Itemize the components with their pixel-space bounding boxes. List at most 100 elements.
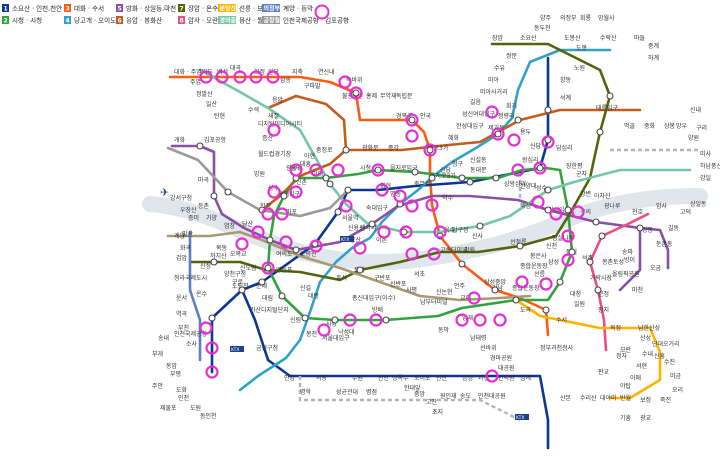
transfer-station[interactable]	[494, 130, 502, 138]
line-bundang[interactable]	[514, 298, 662, 400]
transfer-station[interactable]	[196, 142, 204, 150]
highlight-ring[interactable]	[205, 365, 219, 379]
highlight-ring[interactable]	[199, 321, 213, 335]
transfer-station[interactable]	[264, 264, 272, 272]
transfer-station[interactable]	[326, 180, 334, 188]
highlight-ring[interactable]	[405, 129, 419, 143]
highlight-ring[interactable]	[377, 225, 391, 239]
transfer-station[interactable]	[292, 246, 300, 254]
highlight-ring[interactable]	[549, 207, 563, 221]
highlight-ring[interactable]	[235, 237, 249, 251]
highlight-ring[interactable]	[485, 369, 499, 383]
transfer-station[interactable]	[266, 236, 274, 244]
highlight-ring[interactable]	[317, 323, 331, 337]
transfer-station[interactable]	[598, 232, 606, 240]
highlight-ring[interactable]	[427, 247, 441, 261]
highlight-ring[interactable]	[279, 235, 293, 249]
transfer-station[interactable]	[208, 314, 216, 322]
highlight-ring[interactable]	[261, 261, 275, 275]
highlight-ring[interactable]	[275, 207, 289, 221]
transfer-station[interactable]	[344, 186, 352, 194]
highlight-ring[interactable]	[485, 105, 499, 119]
transfer-station[interactable]	[606, 92, 614, 100]
highlight-ring[interactable]	[531, 195, 545, 209]
transfer-station[interactable]	[322, 174, 330, 182]
transfer-station[interactable]	[458, 174, 466, 182]
transfer-station[interactable]	[556, 278, 564, 286]
transfer-station[interactable]	[514, 116, 522, 124]
highlight-ring[interactable]	[507, 133, 521, 147]
highlight-ring[interactable]	[371, 163, 385, 177]
highlight-ring[interactable]	[309, 239, 323, 253]
highlight-ring[interactable]	[561, 253, 575, 267]
highlight-ring[interactable]	[491, 127, 505, 141]
transfer-station[interactable]	[492, 174, 500, 182]
highlight-ring[interactable]	[511, 163, 525, 177]
highlight-ring[interactable]	[369, 313, 383, 327]
transfer-station[interactable]	[280, 192, 288, 200]
highlight-ring[interactable]	[571, 205, 585, 219]
highlight-ring[interactable]	[289, 185, 303, 199]
transfer-station[interactable]	[596, 128, 604, 136]
highlight-ring[interactable]	[267, 185, 281, 199]
highlight-ring[interactable]	[267, 123, 281, 137]
transfer-station[interactable]	[224, 188, 232, 196]
transfer-station[interactable]	[210, 192, 218, 200]
highlight-ring[interactable]	[405, 199, 419, 213]
transfer-station[interactable]	[542, 306, 550, 314]
highlight-ring[interactable]	[205, 341, 219, 355]
transfer-station[interactable]	[238, 286, 246, 294]
highlight-ring[interactable]	[349, 86, 363, 100]
highlight-ring[interactable]	[233, 70, 247, 84]
highlight-ring[interactable]	[405, 247, 419, 261]
transfer-station[interactable]	[466, 178, 474, 186]
transfer-station[interactable]	[586, 258, 594, 266]
highlight-ring[interactable]	[343, 313, 357, 327]
highlight-ring[interactable]	[339, 199, 353, 213]
transfer-station[interactable]	[368, 220, 376, 228]
transfer-station[interactable]	[382, 316, 390, 324]
highlight-ring[interactable]	[215, 70, 229, 84]
highlighted-stations[interactable]	[199, 70, 585, 383]
highlight-ring[interactable]	[289, 163, 303, 177]
transfer-station[interactable]	[512, 296, 520, 304]
highlight-ring[interactable]	[533, 161, 547, 175]
transfer-station[interactable]	[356, 266, 364, 274]
transfer-station[interactable]	[592, 218, 600, 226]
highlight-ring[interactable]	[455, 313, 469, 327]
highlight-ring[interactable]	[541, 135, 555, 149]
transfer-station[interactable]	[331, 316, 339, 324]
highlight-ring[interactable]	[309, 163, 323, 177]
highlight-ring[interactable]	[423, 143, 437, 157]
transfer-station[interactable]	[636, 224, 644, 232]
highlight-ring[interactable]	[199, 70, 213, 84]
highlight-ring[interactable]	[405, 113, 419, 127]
transfer-station[interactable]	[428, 174, 436, 182]
highlight-ring[interactable]	[467, 291, 481, 305]
transfer-station[interactable]	[278, 292, 286, 300]
highlight-ring[interactable]	[266, 70, 280, 84]
highlight-ring[interactable]	[331, 163, 345, 177]
transfer-station[interactable]	[544, 186, 552, 194]
highlight-ring[interactable]	[433, 225, 447, 239]
transfer-station[interactable]	[426, 146, 434, 154]
transfer-station[interactable]	[536, 164, 544, 172]
transfer-station[interactable]	[408, 116, 416, 124]
highlight-ring[interactable]	[539, 277, 553, 291]
highlight-ring[interactable]	[399, 225, 413, 239]
transfer-station[interactable]	[544, 106, 552, 114]
transfer-station[interactable]	[516, 242, 524, 250]
line-7[interactable]	[188, 42, 612, 282]
highlight-ring[interactable]	[425, 198, 439, 212]
transfer-station[interactable]	[334, 208, 342, 216]
transfer-station[interactable]	[594, 286, 602, 294]
transfer-station[interactable]	[491, 286, 499, 294]
highlight-ring[interactable]	[338, 75, 352, 89]
line-incheon[interactable]	[188, 230, 202, 362]
transfer-station[interactable]	[342, 146, 350, 154]
highlight-ring[interactable]	[261, 207, 275, 221]
highlight-ring[interactable]	[515, 275, 529, 289]
highlight-ring[interactable]	[251, 225, 265, 239]
transfer-station[interactable]	[564, 206, 572, 214]
